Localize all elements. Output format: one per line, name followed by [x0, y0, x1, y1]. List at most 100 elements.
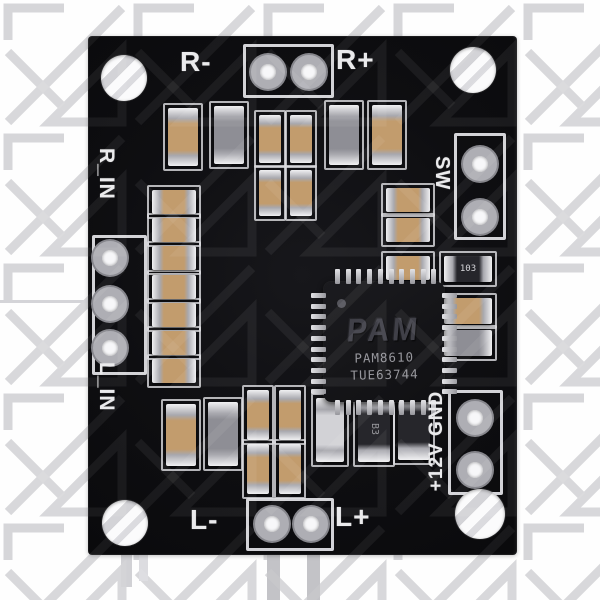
chip-pin [442, 293, 457, 298]
solder-pad [255, 507, 289, 541]
chip-pin [442, 303, 457, 309]
chip-pin [399, 269, 405, 284]
smd-component [152, 246, 196, 270]
chip-pin [335, 400, 340, 415]
solder-pad [292, 55, 326, 89]
solder-pad [463, 200, 497, 234]
chip-pin [420, 400, 426, 415]
label-switch: SW [431, 156, 453, 191]
label-power: +12V GND [426, 390, 447, 492]
lead-reflection [267, 555, 280, 600]
solder-pad [458, 401, 492, 435]
smd-component [444, 298, 492, 324]
chip-pin [356, 400, 362, 415]
chip-pin [311, 346, 326, 352]
solder-pad [463, 147, 497, 181]
smd-component [279, 444, 301, 494]
solder-pad [294, 507, 328, 541]
smd-component [214, 106, 244, 164]
smd-component [386, 188, 430, 212]
chip-pin [442, 314, 457, 320]
chip-pin [431, 269, 437, 284]
chip-part-number: PAM8610 [354, 349, 415, 366]
mounting-hole [455, 489, 505, 539]
chip-pin [311, 314, 326, 320]
chip-pin [311, 303, 326, 309]
chip-pin [377, 400, 383, 415]
smd-component [208, 402, 238, 466]
chip-pin [311, 378, 326, 384]
chip-pin [345, 400, 351, 415]
chip-pin [388, 400, 394, 415]
label-left-plus: L+ [335, 501, 371, 532]
chip-pin [311, 335, 326, 341]
smd-component [259, 115, 281, 163]
chip-pin [367, 269, 373, 284]
smd-component [168, 108, 198, 166]
chip-pin [311, 325, 326, 331]
chip-pin [442, 367, 457, 373]
smd-component [152, 303, 196, 327]
label-right-plus: R+ [336, 44, 375, 75]
mounting-hole [450, 47, 496, 93]
chip-pin [388, 269, 394, 284]
amplifier-chip: PAM PAM8610 TUE63744 [311, 269, 457, 415]
chip-pin [367, 400, 373, 415]
smd-component [166, 404, 196, 466]
chip-lot-code: TUE63744 [350, 366, 419, 383]
lead-reflection [307, 555, 320, 600]
smd-component: 103 [444, 256, 492, 282]
lead-reflection [139, 555, 148, 581]
pin1-dot [337, 299, 346, 308]
smd-component [444, 330, 492, 356]
chip-pin [335, 269, 340, 284]
smd-component [152, 331, 196, 355]
label-right-minus: R- [180, 46, 212, 77]
chip-pin [409, 269, 415, 284]
chip-pin [311, 389, 326, 395]
pcb-board: R- R+ L- L+ R_IN L_IN SW +12V GND PAM PA… [88, 36, 517, 555]
smd-marking: 103 [459, 263, 477, 274]
solder-pad [93, 241, 127, 275]
smd-marking: B3 [368, 422, 380, 436]
smd-component [247, 390, 269, 440]
smd-component: B3 [358, 396, 390, 462]
chip-pin [442, 357, 457, 363]
smd-component [372, 105, 402, 165]
smd-component [152, 218, 196, 242]
chip-pin [356, 269, 362, 284]
smd-component [329, 105, 359, 165]
chip-pin [311, 367, 326, 373]
chip-pin [442, 378, 457, 384]
smd-component [290, 170, 312, 216]
chip-pin [442, 335, 457, 341]
mounting-hole [102, 500, 148, 546]
solder-pad [93, 331, 127, 365]
chip-pin [345, 269, 351, 284]
label-right-input: R_IN [95, 148, 118, 200]
chip-pin [377, 269, 383, 284]
lead-reflection [121, 555, 132, 587]
smd-component [386, 218, 430, 242]
chip-pin [409, 400, 415, 415]
chip-pin [442, 325, 457, 331]
solder-pad [458, 453, 492, 487]
smd-component [290, 115, 312, 163]
chip-pin [311, 293, 326, 298]
smd-component [279, 390, 301, 440]
smd-component [152, 190, 196, 214]
wire-line [0, 300, 90, 303]
smd-component [247, 444, 269, 494]
label-left-minus: L- [190, 504, 219, 535]
smd-component [152, 359, 196, 383]
smd-component [152, 275, 196, 299]
label-left-input: L_IN [95, 362, 118, 412]
mounting-hole [101, 55, 147, 101]
chip-pin [442, 346, 457, 352]
smd-component [259, 170, 281, 216]
solder-pad [251, 55, 285, 89]
chip-logo: PAM [345, 311, 422, 350]
solder-pad [93, 287, 127, 321]
chip-pin [311, 357, 326, 363]
